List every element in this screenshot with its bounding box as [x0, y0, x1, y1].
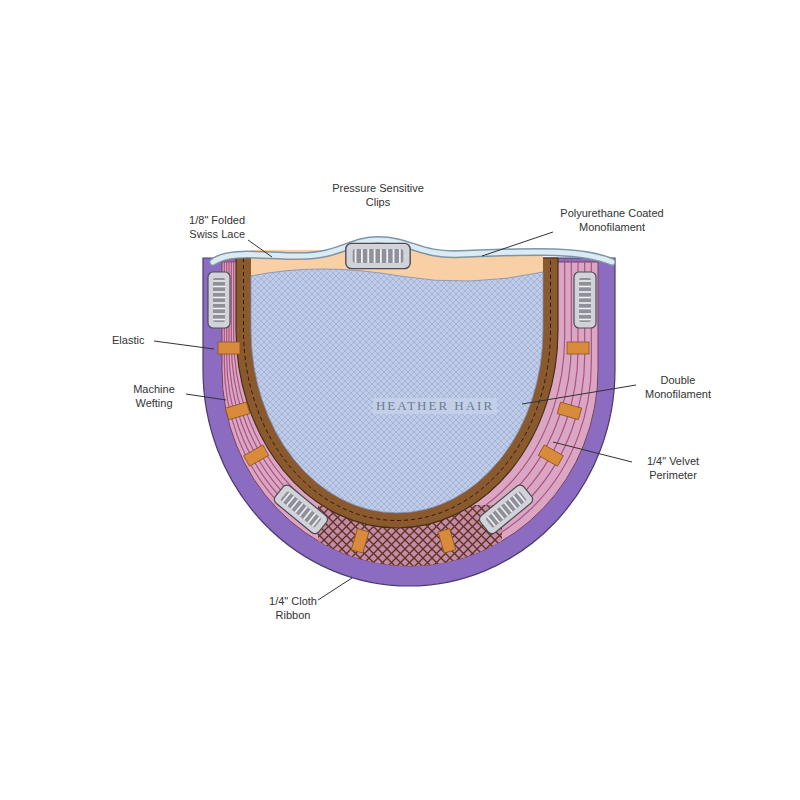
- part-label: Double Monofilament: [638, 374, 718, 402]
- part-label: Pressure Sensitive Clips: [328, 182, 428, 210]
- part-label: 1/8" Folded Swiss Lace: [165, 214, 245, 242]
- cap-shapes: [203, 240, 615, 586]
- part-label: Elastic: [112, 334, 156, 348]
- pressure-clip: [208, 272, 230, 328]
- part-label: Machine Wefting: [124, 383, 184, 411]
- swiss-lace: [213, 240, 612, 262]
- elastic-tab: [351, 529, 369, 553]
- leader-line: [482, 232, 553, 256]
- part-label: 1/4" Cloth Ribbon: [262, 595, 324, 623]
- stitching: [244, 258, 551, 521]
- elastic-tab: [438, 529, 456, 553]
- double-monofilament: [251, 269, 543, 513]
- leader-line: [553, 442, 632, 462]
- part-label: 1/4" Velvet Perimeter: [634, 455, 712, 483]
- elastic-tab: [557, 402, 581, 420]
- leader-line: [154, 341, 214, 349]
- leader-line: [318, 578, 352, 600]
- pressure-clip: [272, 483, 329, 536]
- pressure-clip: [346, 243, 410, 268]
- watermark: HEATHER HAIR: [373, 398, 497, 414]
- leader-line: [522, 385, 636, 404]
- leader-line: [248, 240, 272, 257]
- pressure-clip: [477, 483, 534, 536]
- elastic-tab: [244, 445, 269, 466]
- part-label: Polyurethane Coated Monofilament: [553, 207, 671, 235]
- elastic-tab: [218, 342, 240, 354]
- pressure-clip: [574, 272, 596, 328]
- elastic-tab: [538, 445, 563, 466]
- leader-line: [186, 394, 226, 400]
- swiss-lace-edge: [213, 240, 612, 262]
- elastic-tab: [225, 402, 249, 420]
- cloth-ribbon-band: [203, 258, 615, 586]
- nape-wefting: [318, 505, 502, 566]
- elastic-tab: [567, 342, 589, 354]
- leader-lines: [154, 232, 636, 600]
- weft-row: [231, 259, 571, 540]
